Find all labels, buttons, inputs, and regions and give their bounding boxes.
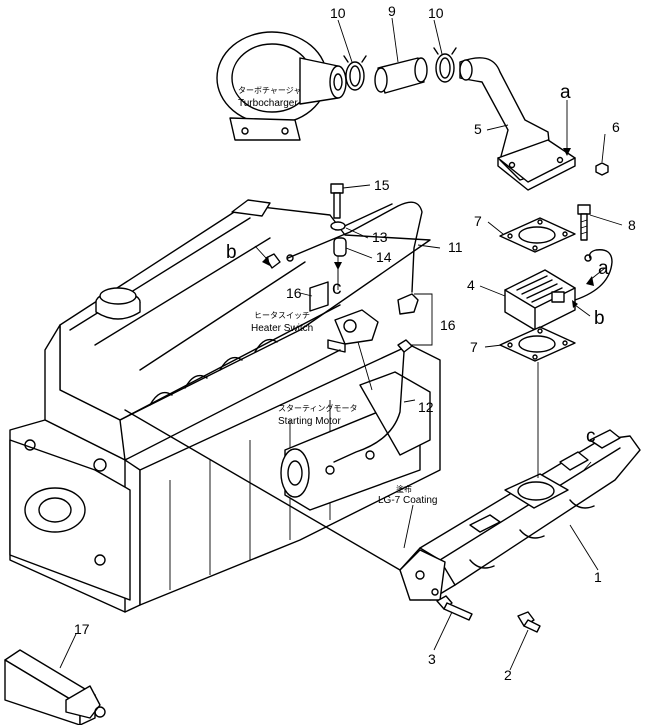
callout-3: 3 [428,651,436,667]
nut [595,162,609,176]
callout-5: 5 [474,121,482,137]
intake-connector [459,57,576,191]
callout-1: 1 [594,569,602,585]
leader-lines [59,17,623,671]
callout-11: 11 [448,239,463,255]
oil-filler-cap [95,287,141,320]
callout-7-upper: 7 [474,213,482,229]
arrows [262,148,594,308]
callout-8: 8 [628,217,636,233]
coating-label-jp: 塗布 [396,484,412,494]
bolt-short [517,611,541,633]
callout-7-lower: 7 [470,339,478,355]
callout-14: 14 [376,249,392,265]
intake-manifold [399,429,641,601]
heater-switch-label: Heater Switch [251,323,313,334]
callout-16-left: 16 [286,285,302,301]
starting-motor-label: Starting Motor [278,416,341,427]
callout-15: 15 [374,177,390,193]
wire-12 [333,351,405,463]
bolt [577,204,591,241]
bolt-terminal [330,183,344,219]
bolt-long [436,595,473,621]
heater-wire [574,249,613,301]
starting-motor-label-jp: スターティングモータ [278,403,358,413]
letter-b-right: b [594,308,605,329]
turbocharger [216,31,347,141]
starting-motor [280,371,431,511]
terminal-13 [330,221,346,231]
connector-b [265,253,294,269]
callout-6: 6 [612,119,620,135]
callout-9: 9 [388,3,396,19]
callout-16-right: 16 [440,317,456,333]
callout-12: 12 [418,399,434,415]
callout-17: 17 [74,621,90,637]
callout-2: 2 [504,667,512,683]
turbocharger-label-jp: ターボチャージャ [238,86,301,95]
callout-10-left: 10 [330,5,346,21]
letter-a-side: a [598,258,609,279]
coating-label: LG-7 Coating [378,495,437,506]
part-17 [4,649,106,725]
hose-clamp-right [433,47,457,83]
relay-16 [397,293,419,353]
callout-10-right: 10 [428,5,444,21]
intake-heater [504,269,576,331]
spacer-14 [333,237,347,257]
callout-13: 13 [372,229,388,245]
heater-switch-label-jp: ヒータスイッチ [254,311,310,320]
hose-clamp-left [343,55,367,91]
letter-c-left: c [332,278,342,299]
letter-b-left: b [226,242,237,263]
turbocharger-label: Turbocharger [238,98,298,109]
letter-a-top: a [560,82,571,103]
air-hose [374,57,428,94]
letter-c-right: c [586,426,596,447]
gasket-upper [499,217,576,253]
callout-4: 4 [467,277,475,293]
gasket-lower [499,326,576,362]
heater-switch [309,281,379,353]
